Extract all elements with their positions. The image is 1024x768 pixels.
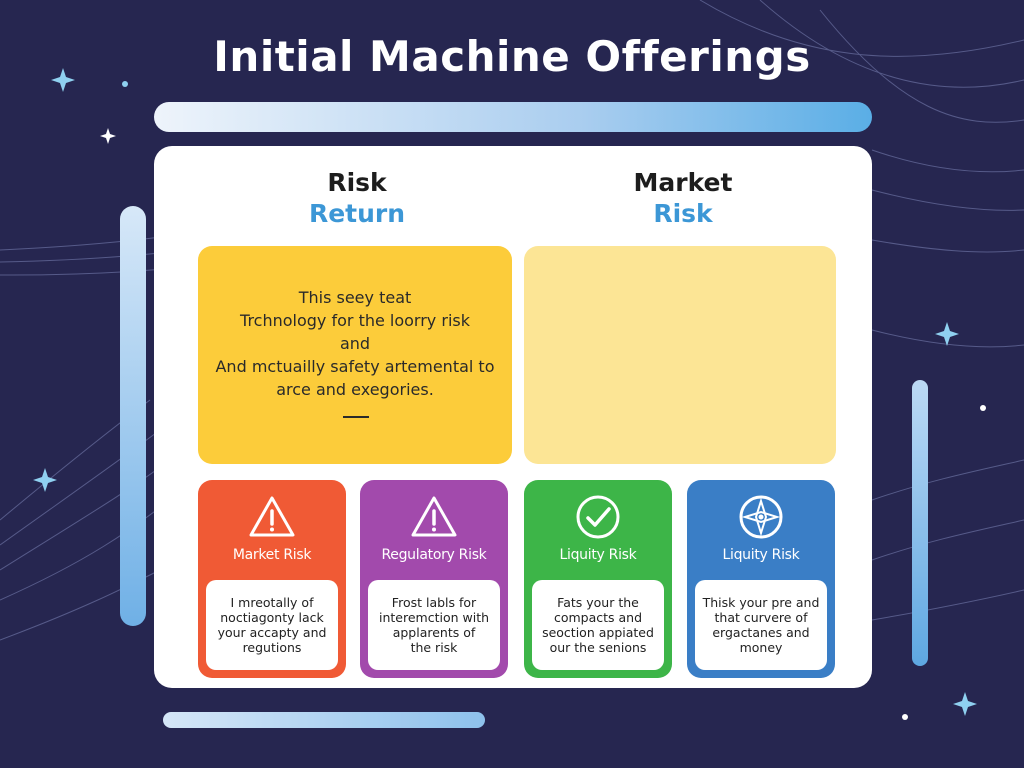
risk-card-line: I mreotally of xyxy=(230,595,314,610)
risk-card-label: Market Risk xyxy=(232,547,312,563)
column-header-market-risk: Market Risk xyxy=(558,168,808,230)
column-header-line1: Risk xyxy=(327,168,387,197)
risk-card-line: regutions xyxy=(242,640,302,655)
risk-card-line: the risk xyxy=(410,640,458,655)
compass-circle-icon xyxy=(739,495,783,539)
risk-card-line: compacts and xyxy=(553,610,643,625)
risk-card-line: money xyxy=(739,640,783,655)
main-card-line: and xyxy=(339,334,371,353)
decorative-top-bar xyxy=(154,102,872,132)
risk-card-label: Liquity Risk xyxy=(722,547,800,563)
main-text-card: This seey teat Trchnology for the loorry… xyxy=(198,246,512,464)
column-header-line2: Risk xyxy=(653,199,713,228)
dash-divider xyxy=(343,416,369,418)
risk-card-line: applarents of xyxy=(392,625,476,640)
warning-triangle-icon xyxy=(411,496,457,537)
column-header-line1: Market xyxy=(633,168,733,197)
main-card-text: This seey teat Trchnology for the loorry… xyxy=(198,286,512,401)
risk-card-line: Frost labls for xyxy=(391,595,477,610)
decorative-right-bar xyxy=(912,380,928,666)
column-header-risk-return: Risk Return xyxy=(232,168,482,230)
risk-card-description: I mreotally of noctiagonty lack your acc… xyxy=(206,580,338,670)
risk-card-description: Fats your the compacts and seoction appi… xyxy=(532,580,664,670)
risk-card-line: noctiagonty lack xyxy=(220,610,324,625)
warning-triangle-icon xyxy=(249,496,295,537)
main-card-line: Trchnology for the loorry risk xyxy=(240,311,470,330)
risk-card-line: interemction with xyxy=(378,610,490,625)
main-card-line: This seey teat xyxy=(298,288,412,307)
column-header-line2: Return xyxy=(308,199,406,228)
risk-card-label: Liquity Risk xyxy=(559,547,637,563)
risk-card-liquidity-2: Liquity Risk Thisk your pre and that cur… xyxy=(687,480,835,678)
decorative-left-bar xyxy=(120,206,146,626)
check-circle-icon xyxy=(576,495,620,539)
risk-card-regulatory: Regulatory Risk Frost labls for interemc… xyxy=(360,480,508,678)
risk-card-label: Regulatory Risk xyxy=(381,547,487,563)
decorative-bottom-bar xyxy=(163,712,485,728)
risk-card-line: that curvere of xyxy=(714,610,808,625)
risk-card-liquidity: Liquity Risk Fats your the compacts and … xyxy=(524,480,672,678)
risk-card-line: ergactanes and xyxy=(712,625,810,640)
risk-card-line: our the senions xyxy=(549,640,647,655)
risk-card-line: your accapty and xyxy=(217,625,327,640)
page-title: Initial Machine Offerings xyxy=(213,32,811,81)
risk-card-line: Thisk your pre and xyxy=(702,595,820,610)
risk-card-description: Frost labls for interemction with applar… xyxy=(368,580,500,670)
empty-card xyxy=(524,246,836,464)
risk-card-market: Market Risk I mreotally of noctiagonty l… xyxy=(198,480,346,678)
main-card-line: arce and exegories. xyxy=(276,380,434,399)
risk-card-line: Fats your the xyxy=(557,595,639,610)
content-panel: Risk Return Market Risk This seey teat T… xyxy=(154,146,872,688)
main-card-line: And mctuailly safety artemental to xyxy=(215,357,495,376)
risk-card-line: seoction appiated xyxy=(542,625,654,640)
risk-card-description: Thisk your pre and that curvere of ergac… xyxy=(695,580,827,670)
